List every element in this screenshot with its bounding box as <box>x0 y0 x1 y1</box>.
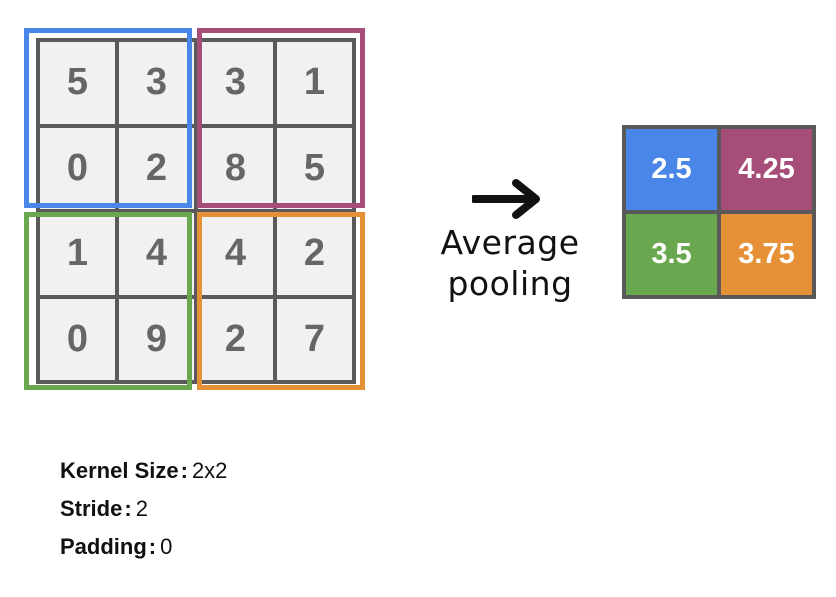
input-cell: 2 <box>277 213 352 295</box>
output-cell: 3.75 <box>721 214 812 295</box>
input-cell: 1 <box>40 213 115 295</box>
input-matrix: 5 3 3 1 0 2 8 5 1 4 4 2 0 9 2 7 <box>36 38 356 384</box>
param-padding: Padding:0 <box>60 532 227 570</box>
param-value: 2 <box>135 496 148 521</box>
input-cell: 4 <box>198 213 273 295</box>
operation-caption: Average pooling <box>420 222 600 305</box>
operation-caption-line: Average <box>440 223 580 262</box>
param-separator: : <box>180 458 188 483</box>
input-cell: 5 <box>40 42 115 124</box>
param-separator: : <box>148 534 157 559</box>
input-cell: 8 <box>198 127 273 209</box>
input-cell: 3 <box>198 42 273 124</box>
input-cell: 0 <box>40 298 115 380</box>
param-separator: : <box>124 496 132 521</box>
param-kernel-size: Kernel Size:2x2 <box>60 456 227 494</box>
input-cell: 3 <box>119 42 194 124</box>
input-cell: 5 <box>277 127 352 209</box>
pooling-parameters: Kernel Size:2x2 Stride:2 Padding:0 <box>60 456 227 570</box>
output-matrix: 2.5 4.25 3.5 3.75 <box>622 125 816 299</box>
param-label: Padding <box>60 534 147 559</box>
input-cell: 9 <box>119 298 194 380</box>
output-cell: 3.5 <box>626 214 717 295</box>
input-cell: 2 <box>119 127 194 209</box>
right-arrow-icon <box>472 179 540 219</box>
input-cell: 1 <box>277 42 352 124</box>
input-cell: 4 <box>119 213 194 295</box>
param-value: 2x2 <box>191 458 228 483</box>
output-cell: 2.5 <box>626 129 717 210</box>
param-label: Kernel Size <box>60 458 179 483</box>
input-cell: 7 <box>277 298 352 380</box>
output-cell: 4.25 <box>721 129 812 210</box>
operation-caption-line: pooling <box>447 264 573 304</box>
param-stride: Stride:2 <box>60 494 227 532</box>
input-cell: 2 <box>198 298 273 380</box>
input-cell: 0 <box>40 127 115 209</box>
param-value: 0 <box>160 534 173 559</box>
param-label: Stride <box>60 496 123 521</box>
